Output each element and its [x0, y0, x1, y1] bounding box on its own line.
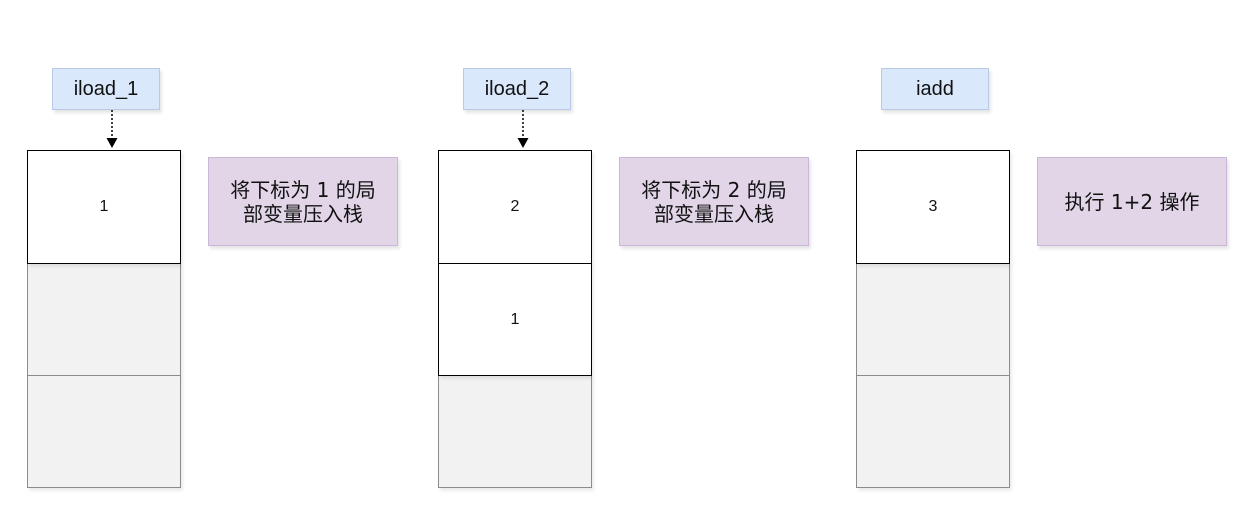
note-line: 执行 1+2 操作 [1064, 189, 1200, 214]
stack-cell: 1 [27, 150, 181, 264]
stack-cell [438, 375, 592, 488]
note-line: 部变量压入栈 [654, 201, 774, 226]
note-box: 执行 1+2 操作 [1037, 157, 1227, 246]
stack-cell: 1 [438, 263, 592, 376]
note-line: 将下标为 1 的局 [230, 177, 376, 202]
step-iadd: iadd 3 执行 1+2 操作 [856, 0, 1228, 522]
instruction-label: iadd [881, 68, 989, 110]
down-arrow-icon [106, 110, 118, 148]
step-iload-2: iload_2 2 1 将下标为 2 的局 部变量压入栈 [438, 0, 810, 522]
stack-cell [856, 263, 1010, 376]
note-line: 将下标为 2 的局 [641, 177, 787, 202]
stack-cell: 2 [438, 150, 592, 264]
instruction-label: iload_1 [52, 68, 160, 110]
step-iload-1: iload_1 1 将下标为 1 的局 部变量压入栈 [27, 0, 399, 522]
note-line: 部变量压入栈 [243, 201, 363, 226]
down-arrow-icon [517, 110, 529, 148]
note-box: 将下标为 2 的局 部变量压入栈 [619, 157, 809, 246]
stack-cell [27, 375, 181, 488]
note-box: 将下标为 1 的局 部变量压入栈 [208, 157, 398, 246]
stack-cell [27, 263, 181, 376]
stack-cell: 3 [856, 150, 1010, 264]
stack-cell [856, 375, 1010, 488]
instruction-label: iload_2 [463, 68, 571, 110]
